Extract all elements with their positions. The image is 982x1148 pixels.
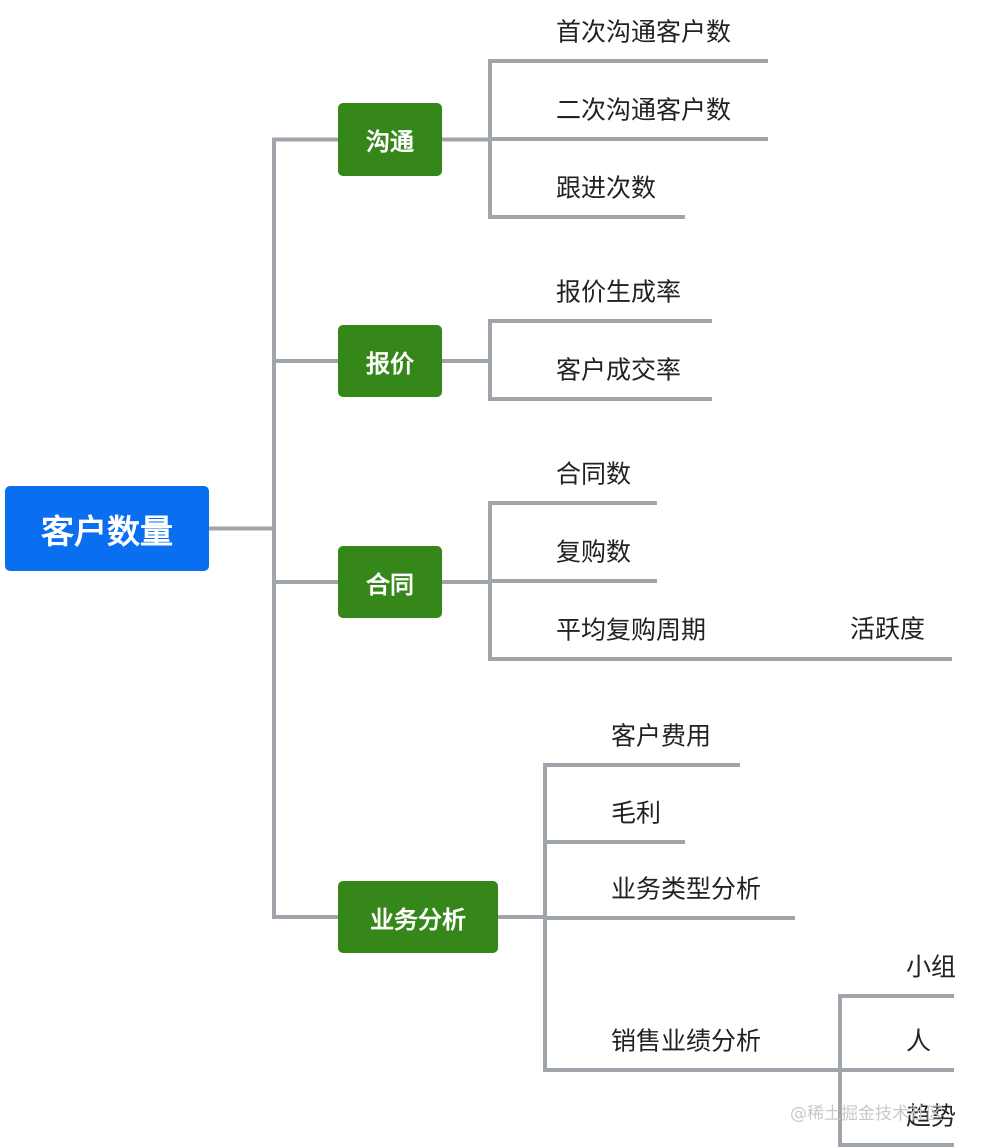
leaf-repurchase-cycle[interactable]: 平均复购周期 [556,615,707,645]
branch-node-baojia[interactable]: 报价 [338,325,442,397]
leaf-first-contact[interactable]: 首次沟通客户数 [556,17,732,47]
leaf-repurchase-count[interactable]: 复购数 [556,537,632,567]
leaf-sales-performance[interactable]: 销售业绩分析 [611,1026,762,1056]
branch-node-yewu[interactable]: 业务分析 [338,881,498,953]
leaf-quote-rate[interactable]: 报价生成率 [556,277,682,307]
leaf-trend[interactable]: 趋势 [906,1101,957,1131]
leaf-second-contact[interactable]: 二次沟通客户数 [556,95,732,125]
leaf-deal-rate[interactable]: 客户成交率 [556,355,682,385]
root-node[interactable]: 客户数量 [5,486,209,571]
leaf-followup-count[interactable]: 跟进次数 [556,173,657,203]
leaf-contract-count[interactable]: 合同数 [556,459,632,489]
watermark: @稀土掘金技术社区 [790,1104,943,1124]
branch-node-goutong[interactable]: 沟通 [338,103,442,176]
leaf-activity[interactable]: 活跃度 [850,614,926,644]
leaf-gross-profit[interactable]: 毛利 [611,798,662,828]
leaf-group[interactable]: 小组 [906,952,957,982]
branch-node-hetong[interactable]: 合同 [338,546,442,618]
leaf-person[interactable]: 人 [906,1026,932,1056]
leaf-customer-cost[interactable]: 客户费用 [611,721,712,751]
leaf-business-type[interactable]: 业务类型分析 [611,874,762,904]
